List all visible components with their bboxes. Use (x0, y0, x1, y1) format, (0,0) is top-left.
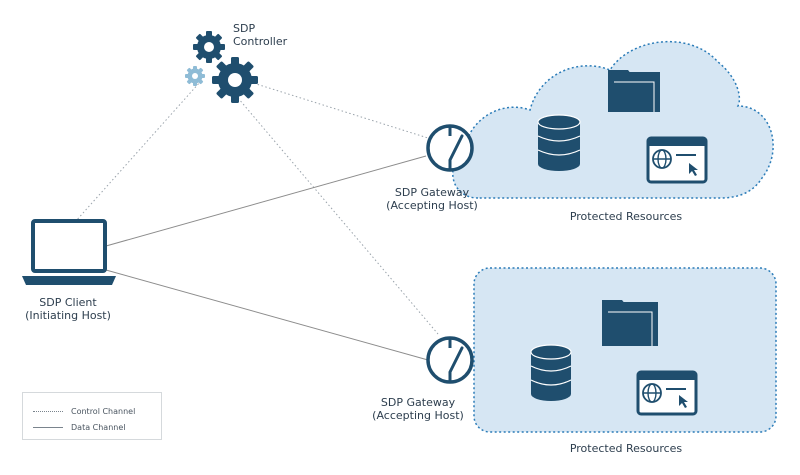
legend-data-label: Data Channel (71, 422, 126, 432)
data-channel-client-gateway-bottom (105, 269, 429, 361)
gear-icon (193, 31, 225, 63)
protected-resources-bottom-label: Protected Resources (569, 442, 683, 455)
client-label-line1: SDP Client (39, 296, 97, 309)
client-label-line2: (Initiating Host) (25, 309, 111, 322)
gateway-top-label-line2: (Accepting Host) (386, 199, 478, 212)
gateway-top-label: SDP Gateway (Accepting Host) (376, 186, 488, 212)
solid-line-swatch (33, 426, 63, 428)
gateway-bottom-label-line2: (Accepting Host) (372, 409, 464, 422)
gateway-switch-icon (426, 336, 474, 384)
web-browser-icon (646, 136, 708, 184)
legend: Control Channel Data Channel (22, 392, 162, 440)
controller-label: SDP Controller (233, 22, 287, 48)
legend-item-control: Control Channel (33, 405, 135, 417)
legend-control-label: Control Channel (71, 406, 136, 416)
data-channel-client-gateway-top (105, 155, 427, 247)
protected-resources-zone (473, 267, 777, 433)
gateway-bottom-label: SDP Gateway (Accepting Host) (362, 396, 474, 422)
control-channel-controller-gateway-bottom (237, 97, 439, 335)
client-label: SDP Client (Initiating Host) (10, 296, 126, 322)
gateway-top-label-line1: SDP Gateway (394, 186, 470, 199)
controller-label-line2: Controller (233, 35, 288, 48)
gateway-bottom-label-line1: SDP Gateway (380, 396, 456, 409)
gateway-switch-icon (426, 124, 474, 172)
controller-label-line1: SDP (233, 22, 256, 35)
control-channel-client-controller (74, 81, 201, 223)
gear-icon (185, 66, 205, 86)
gear-icon (212, 57, 258, 103)
folder-icon (602, 300, 658, 346)
control-channel-controller-gateway-top (249, 81, 429, 139)
protected-resources-top-label: Protected Resources (569, 210, 683, 223)
database-icon (537, 114, 581, 171)
folder-icon (608, 70, 660, 112)
laptop-icon (22, 219, 116, 285)
legend-item-data: Data Channel (33, 421, 126, 433)
dotted-line-swatch (33, 410, 63, 412)
connections (74, 81, 439, 361)
web-browser-icon (636, 370, 698, 416)
protected-resources-cloud (452, 40, 774, 199)
database-icon (530, 344, 572, 401)
